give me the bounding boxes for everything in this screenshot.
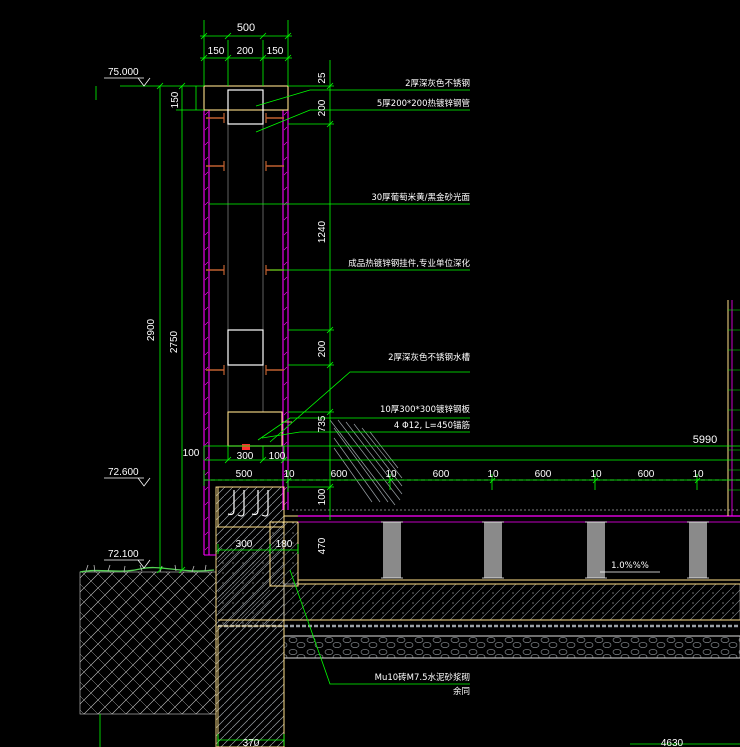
slope-hatch — [329, 419, 403, 506]
dim-370: 370 — [243, 738, 260, 747]
note-slope: 1.0%%% — [611, 561, 649, 571]
level-mid: 72.600 — [108, 467, 139, 478]
anchor-hooks — [217, 486, 298, 528]
dim-10-b: 10 — [385, 469, 397, 480]
slab-and-base — [217, 583, 740, 747]
dimension-texts: 500 150 200 150 25 200 1240 200 735 100 … — [146, 22, 717, 747]
dim-100-left: 100 — [183, 448, 200, 459]
dim-600-c: 600 — [535, 469, 552, 480]
dim-500: 500 — [236, 469, 253, 480]
dim-470: 470 — [317, 537, 328, 554]
dim-10-c: 10 — [487, 469, 499, 480]
wall-column — [203, 85, 292, 556]
note-water-trough: 2厚深灰色不锈钢水槽 — [388, 352, 470, 363]
level-texts: 75.000 72.600 72.100 — [108, 67, 139, 560]
dim-100-right: 100 — [269, 451, 286, 462]
pier — [687, 521, 709, 579]
pier — [381, 521, 403, 579]
dim-200-bottom: 200 — [317, 340, 328, 357]
note-anchor-bars: 4 Φ12, L=450锚筋 — [394, 420, 470, 431]
note-brick-masonry: Mu10砖M7.5水泥砂浆砌 — [375, 672, 470, 683]
dim-25: 25 — [317, 72, 328, 84]
note-hanger: 成品热镀锌钢挂件,专业单位深化 — [348, 258, 470, 269]
dim-735: 735 — [317, 415, 328, 432]
note-same-elsewhere: 余同 — [453, 686, 470, 697]
dim-150-vertical: 150 — [170, 91, 181, 108]
note-stainless-cap: 2厚深灰色不锈钢 — [405, 78, 470, 89]
dim-300: 300 — [237, 451, 254, 462]
dim-600-b: 600 — [433, 469, 450, 480]
dim-2900: 2900 — [146, 318, 157, 341]
dim-200-top: 200 — [317, 99, 328, 116]
level-top: 75.000 — [108, 67, 139, 78]
pier — [482, 521, 504, 579]
dim-left-width: 150 — [208, 46, 225, 57]
support-piers — [381, 521, 709, 579]
dim-600-a: 600 — [331, 469, 348, 480]
foundation-wall — [215, 486, 299, 747]
dim-4630: 4630 — [661, 738, 684, 747]
dim-10-d: 10 — [590, 469, 602, 480]
dim-middle-width: 200 — [237, 46, 254, 57]
dim-10-a: 10 — [283, 469, 295, 480]
leader-lines — [209, 89, 470, 685]
dim-10-e: 10 — [692, 469, 704, 480]
pier — [585, 521, 607, 579]
dim-right-width: 150 — [267, 46, 284, 57]
dim-2750: 2750 — [169, 330, 180, 353]
dim-600-d: 600 — [638, 469, 655, 480]
right-structure — [727, 300, 740, 516]
dim-1240: 1240 — [317, 220, 328, 243]
dim-300-base: 300 — [236, 539, 253, 550]
ground-mass — [79, 564, 217, 715]
dim-100-vertical: 100 — [317, 488, 328, 505]
note-steel-plate: 10厚300*300镀锌钢板 — [380, 404, 471, 415]
cladding-anchors — [206, 113, 284, 375]
note-stone-cladding: 30厚葡萄米黄/黑金砂光面 — [371, 192, 470, 203]
note-steel-tube: 5厚200*200热镀锌钢管 — [377, 98, 470, 109]
level-markers — [104, 77, 151, 569]
level-ground: 72.100 — [108, 549, 139, 560]
dim-5990: 5990 — [693, 434, 717, 446]
dim-total-width: 500 — [237, 22, 255, 34]
dim-180: 180 — [276, 539, 293, 550]
annotation-notes: 2厚深灰色不锈钢 5厚200*200热镀锌钢管 30厚葡萄米黄/黑金砂光面 成品… — [348, 78, 649, 697]
dimensions — [95, 20, 740, 747]
